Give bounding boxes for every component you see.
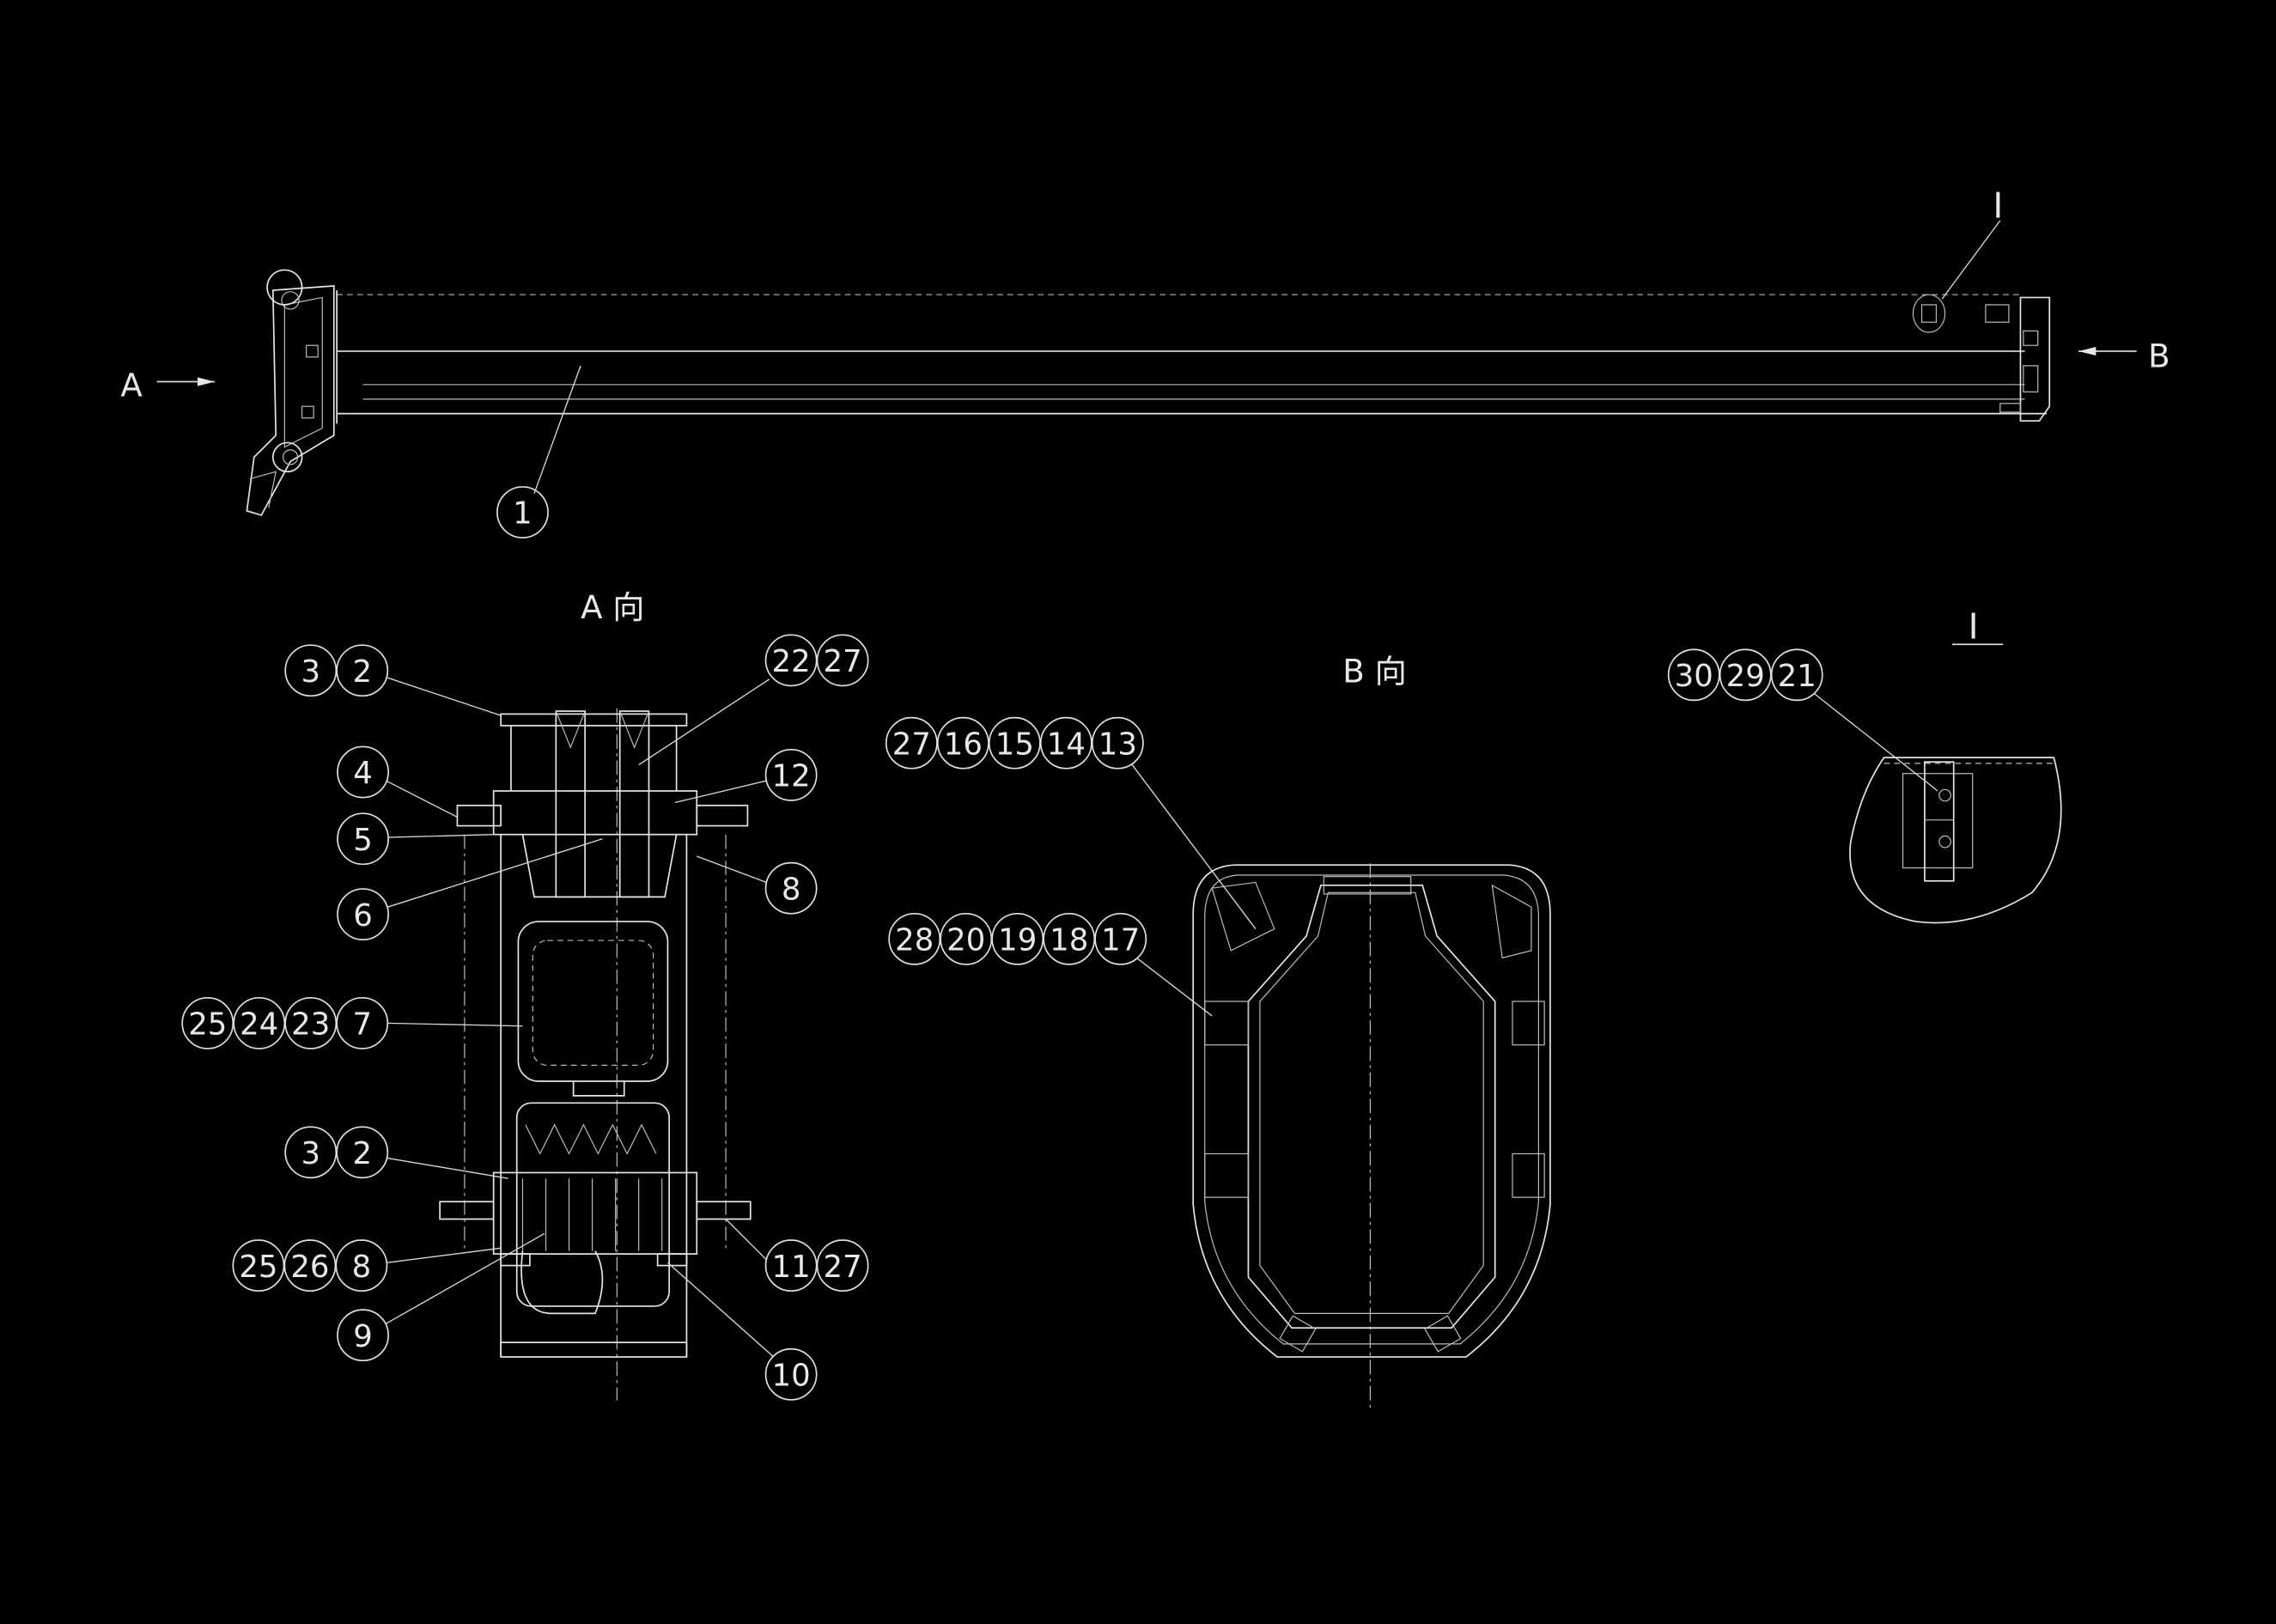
- balloon-number: 1: [513, 496, 532, 532]
- balloon-circle: [336, 1126, 389, 1179]
- balloon-number: 8: [782, 872, 801, 907]
- balloon-number: 10: [772, 1359, 811, 1394]
- balloon-circle: [816, 634, 869, 687]
- balloon-number: 5: [353, 823, 373, 858]
- balloon-number: 17: [1101, 923, 1140, 958]
- balloon-circle: [337, 745, 390, 799]
- balloon-group-i-30-29-21: 30 29 21: [1667, 648, 1823, 702]
- balloon-number: 25: [188, 1007, 227, 1043]
- balloon-number: 30: [1675, 659, 1713, 694]
- balloon-number: 29: [1726, 659, 1765, 694]
- balloon-number: 27: [892, 727, 931, 762]
- balloon-number: 26: [290, 1250, 329, 1285]
- balloon-circle: [1094, 912, 1147, 965]
- balloon-group-a-11-27: 11 27: [764, 1239, 869, 1293]
- balloon-number: 27: [824, 644, 862, 679]
- balloon-circle: [337, 1309, 390, 1362]
- boom-elevation-view: [156, 220, 2137, 516]
- a-view-title: A 向: [581, 588, 644, 626]
- detail-i-title: I: [1969, 606, 1979, 648]
- balloon-number: 27: [824, 1250, 862, 1285]
- balloon-circle: [337, 812, 390, 866]
- balloon-number: 15: [995, 727, 1034, 762]
- balloon-circle: [1091, 716, 1144, 769]
- balloon-circle: [816, 1239, 869, 1293]
- balloon-number: 6: [353, 898, 373, 934]
- balloon-circle: [496, 486, 549, 538]
- balloon-group-b-28-20-19-18-17: 28 20 19 18 17: [888, 912, 1147, 965]
- balloon-circle: [764, 1347, 818, 1401]
- balloon-number: 28: [895, 923, 934, 958]
- balloon-number: 4: [353, 756, 373, 791]
- balloon-circle: [335, 1239, 388, 1293]
- b-view-title: B 向: [1342, 652, 1406, 690]
- balloon-group-main-1: 1: [496, 486, 549, 538]
- balloon-circle: [764, 748, 818, 801]
- balloon-group-a-8: 8: [764, 861, 818, 915]
- balloon-circle: [764, 861, 818, 915]
- balloon-number: 3: [301, 654, 320, 690]
- a-view-drawing: [439, 708, 752, 1401]
- balloon-number: 14: [1047, 727, 1086, 762]
- balloon-group-a-9: 9: [337, 1309, 390, 1362]
- balloon-number: 3: [301, 1136, 320, 1171]
- balloon-group-a-10: 10: [764, 1347, 818, 1401]
- balloon-number: 11: [772, 1250, 811, 1285]
- leader-lines: [386, 677, 1938, 1358]
- balloon-group-a-12: 12: [764, 748, 818, 801]
- detail-i-drawing: [1849, 757, 2062, 924]
- view-b-arrow-label: B: [2148, 338, 2170, 375]
- balloon-group-a-25-24-23-7: 25 24 23 7: [181, 996, 389, 1049]
- balloon-number: 19: [998, 923, 1037, 958]
- balloon-number: 8: [352, 1250, 372, 1285]
- balloon-circle: [337, 888, 390, 941]
- balloon-number: 24: [240, 1007, 278, 1043]
- detail-i-marker: I: [1993, 185, 2003, 226]
- balloon-number: 12: [772, 759, 811, 794]
- balloon-number: 16: [944, 727, 983, 762]
- balloon-circle: [336, 644, 389, 697]
- balloon-group-a-22-27: 22 27: [764, 634, 869, 687]
- balloon-number: 13: [1098, 727, 1137, 762]
- balloon-group-a-25-26-8: 25 26 8: [232, 1239, 388, 1293]
- balloon-number: 21: [1778, 659, 1817, 694]
- balloon-number: 7: [352, 1007, 372, 1043]
- balloon-number: 18: [1050, 923, 1088, 958]
- b-view-drawing: [1192, 863, 1551, 1408]
- balloon-circle: [1770, 648, 1823, 702]
- balloon-number: 9: [353, 1319, 373, 1354]
- balloon-group-a-5: 5: [337, 812, 390, 866]
- view-a-arrow-label: A: [120, 366, 143, 404]
- balloon-group-a-4: 4: [337, 745, 390, 799]
- balloon-circle: [336, 996, 389, 1049]
- balloon-number: 20: [946, 923, 985, 958]
- balloon-group-a-6: 6: [337, 888, 390, 941]
- balloon-number: 23: [291, 1007, 330, 1043]
- balloon-number: 2: [352, 654, 372, 690]
- balloon-number: 22: [772, 644, 811, 679]
- balloon-number: 2: [352, 1136, 372, 1171]
- balloon-number: 25: [239, 1250, 277, 1285]
- balloon-group-b-27-16-15-14-13: 27 16 15 14 13: [885, 716, 1144, 769]
